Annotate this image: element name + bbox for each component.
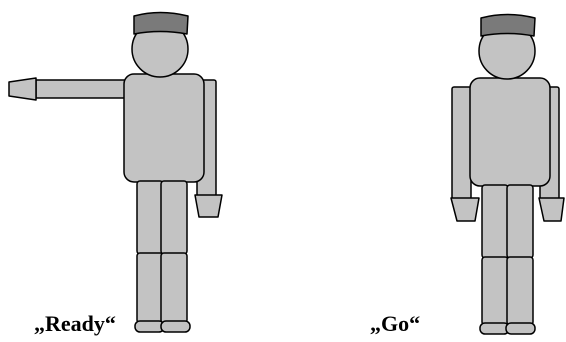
ready-left-foot <box>135 321 164 332</box>
ready-torso <box>124 74 204 182</box>
go-figure <box>451 15 564 335</box>
ready-left-upper-leg <box>137 181 163 254</box>
go-left-upper-leg <box>482 185 508 258</box>
go-left-arm <box>452 87 471 199</box>
go-cap <box>481 15 535 37</box>
go-caption: „Go“ <box>370 313 420 335</box>
go-right-foot <box>506 323 535 334</box>
ready-right-lower-leg <box>161 253 187 323</box>
go-left-lower-leg <box>482 257 508 325</box>
go-left-foot <box>480 323 509 334</box>
go-right-lower-leg <box>507 257 533 325</box>
go-left-hand <box>451 198 479 221</box>
ready-cap <box>134 13 188 35</box>
go-torso <box>470 78 550 186</box>
go-right-hand <box>539 198 564 221</box>
go-right-upper-leg <box>507 185 533 258</box>
ready-hanging-hand <box>195 195 222 217</box>
ready-left-lower-leg <box>137 253 163 323</box>
ready-pointing-hand <box>9 78 36 100</box>
ready-caption: „Ready“ <box>34 313 116 335</box>
ready-figure <box>9 13 222 333</box>
ready-right-upper-leg <box>161 181 187 254</box>
ready-right-foot <box>161 321 190 332</box>
ready-extended-arm <box>36 80 128 98</box>
